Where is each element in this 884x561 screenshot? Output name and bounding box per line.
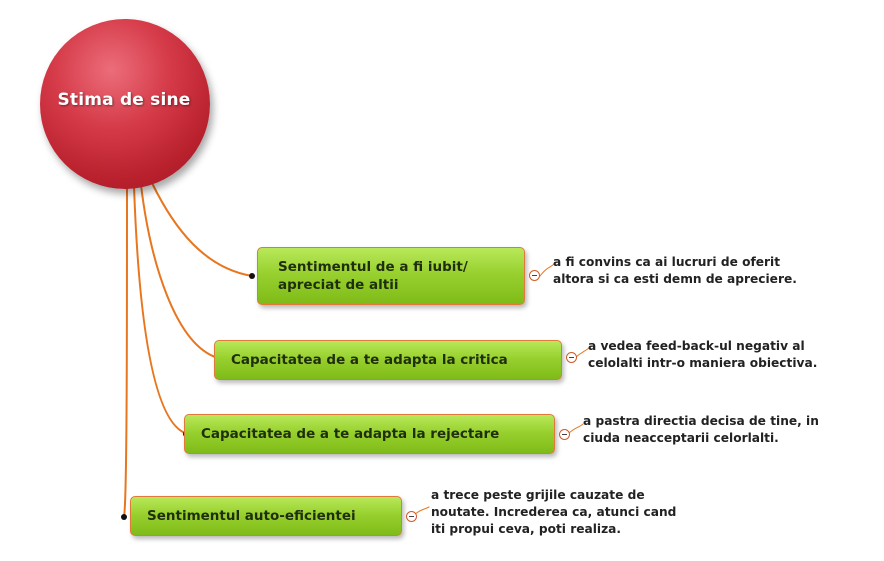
branch-note: a trece peste grijile cauzate de noutate… <box>431 488 677 536</box>
branch-label: Capacitatea de a te adapta la critica <box>231 352 508 368</box>
connector-branch-4 <box>123 186 128 518</box>
collapse-toggle-icon[interactable] <box>529 270 540 281</box>
collapse-toggle-icon[interactable] <box>406 511 417 522</box>
root-node[interactable]: Stima de sine <box>40 19 210 189</box>
branch-label: Sentimentul auto-eficientei <box>147 508 356 524</box>
collapse-toggle-icon[interactable] <box>566 352 577 363</box>
connector-branch-3 <box>133 185 189 435</box>
root-title: Stima de sine <box>57 90 191 110</box>
note-connector-2 <box>574 347 590 359</box>
collapse-toggle-icon[interactable] <box>559 429 570 440</box>
branch-node-auto-eficienta[interactable]: Sentimentul auto-eficientei <box>130 496 402 536</box>
branch-label: Capacitatea de a te adapta la rejectare <box>201 426 500 442</box>
branch-node-critica[interactable]: Capacitatea de a te adapta la critica <box>214 340 562 380</box>
branch-note: a vedea feed-back-ul negativ al celolalt… <box>588 339 818 370</box>
branch-anchor-dot <box>121 514 127 520</box>
connector-branch-2 <box>140 184 219 359</box>
note-connector-3 <box>567 423 584 435</box>
connector-branch-1 <box>151 182 253 277</box>
branch-node-rejectare[interactable]: Capacitatea de a te adapta la rejectare <box>184 414 555 454</box>
branch-node-iubit[interactable]: Sentimentul de a fi iubit/ apreciat de a… <box>257 247 525 305</box>
branch-anchor-dot <box>249 273 255 279</box>
branch-note: a pastra directia decisa de tine, in ciu… <box>583 414 819 445</box>
branch-label: Sentimentul de a fi iubit/ apreciat de a… <box>278 259 468 293</box>
note-connector-1 <box>539 261 558 277</box>
branch-note: a fi convins ca ai lucruri de oferit alt… <box>553 255 797 286</box>
